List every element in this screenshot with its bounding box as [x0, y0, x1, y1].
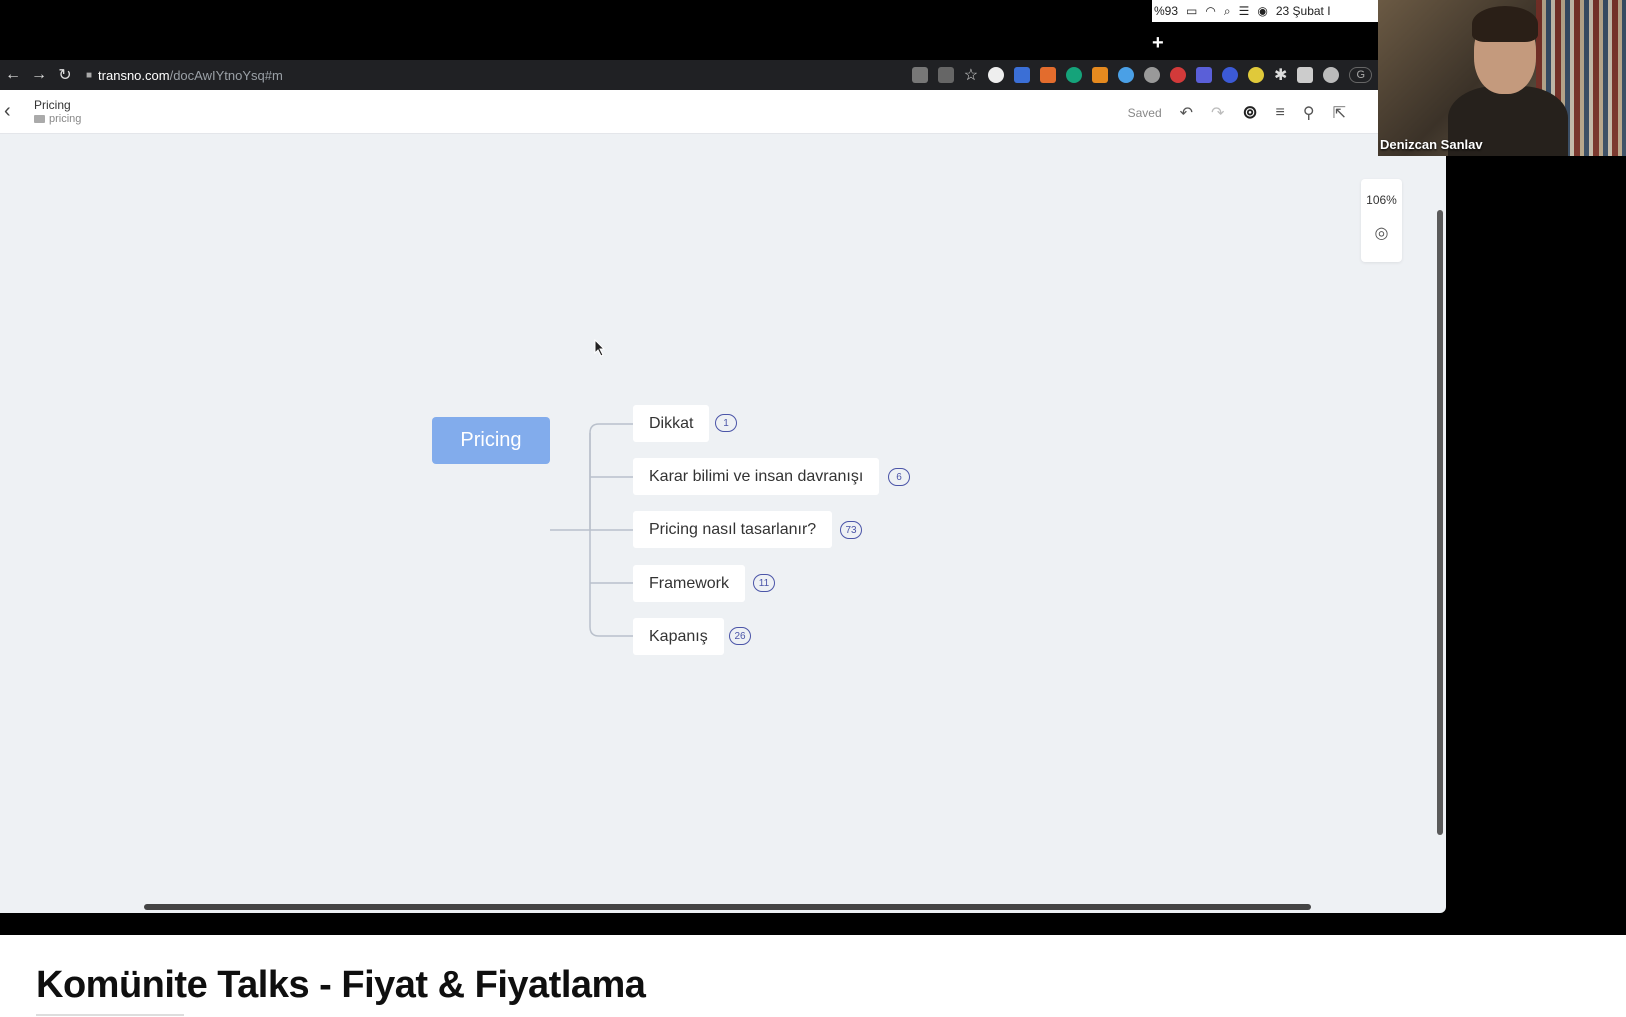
extension-icon[interactable]	[1248, 67, 1265, 83]
person-hair	[1472, 6, 1538, 42]
folder-icon	[34, 115, 45, 123]
mindmap-root-node[interactable]: Pricing	[432, 417, 550, 464]
document-folder[interactable]: pricing	[34, 113, 81, 125]
document-toolbar: Saved ↶ ↷ ⊚ ≡ ⚲ ⇱	[1128, 102, 1346, 123]
undo-icon[interactable]: ↶	[1179, 104, 1194, 122]
outline-view-icon[interactable]: ≡	[1275, 103, 1285, 121]
back-arrow-icon[interactable]: ←	[5, 66, 21, 83]
mouse-cursor-icon	[594, 339, 606, 357]
screen-recording: %93 ▭ ◠ ⌕ ☰ ◉ 23 Şubat I + ← → ↻ ■ trans…	[0, 0, 1626, 913]
video-page	[0, 935, 1626, 1017]
extension-icon[interactable]	[1014, 67, 1031, 83]
video-title: Komünite Talks - Fiyat & Fiyatlama	[36, 964, 646, 1006]
puzzle-icon[interactable]: ✱	[1274, 67, 1288, 84]
globe-icon[interactable]	[1144, 67, 1161, 83]
zoom-level[interactable]: 106%	[1366, 193, 1397, 207]
lock-icon: ■	[86, 69, 93, 81]
person-body	[1448, 86, 1568, 156]
vertical-scrollbar[interactable]	[1437, 210, 1443, 835]
mindmap-view-icon[interactable]: ⊚	[1242, 102, 1258, 122]
mindmap-node[interactable]: Framework	[633, 565, 746, 602]
zoom-panel: 106% ◎	[1361, 179, 1402, 262]
child-count-badge[interactable]: 73	[840, 521, 862, 539]
url-host: transno.com	[98, 67, 170, 83]
share-icon[interactable]	[937, 67, 954, 83]
back-chevron-icon[interactable]: ‹	[4, 100, 11, 122]
document-header: ‹ Pricing pricing Saved ↶ ↷ ⊚ ≡ ⚲ ⇱	[0, 90, 1446, 134]
child-count-badge[interactable]: 6	[888, 468, 910, 486]
profile-button[interactable]: G	[1349, 67, 1372, 83]
extension-icon[interactable]	[1222, 67, 1239, 83]
palette-icon[interactable]: ◎	[1374, 225, 1389, 242]
adblock-icon[interactable]	[1170, 67, 1187, 83]
control-center-icon: ☰	[1238, 4, 1250, 18]
child-count-badge[interactable]: 26	[729, 627, 751, 645]
child-count-badge[interactable]: 11	[753, 574, 775, 592]
transno-app: ‹ Pricing pricing Saved ↶ ↷ ⊚ ≡ ⚲ ⇱ 106%…	[0, 90, 1446, 913]
mindmap-connectors	[550, 423, 633, 637]
child-count-badge[interactable]: 1	[715, 414, 737, 432]
search-icon: ⌕	[1223, 3, 1231, 18]
grammarly-icon[interactable]	[1066, 67, 1083, 83]
bookmark-star-icon[interactable]: ☆	[963, 67, 979, 84]
url-field[interactable]: ■ transno.com/docAwIYtnoYsq#m	[86, 68, 283, 83]
url-path: /docAwIYtnoYsq#m	[169, 67, 283, 83]
macos-menubar: %93 ▭ ◠ ⌕ ☰ ◉ 23 Şubat I	[1152, 0, 1378, 22]
new-tab-button[interactable]: +	[1152, 32, 1164, 54]
title-divider	[36, 1014, 184, 1016]
forward-arrow-icon[interactable]: →	[31, 66, 47, 83]
siri-icon: ◉	[1257, 4, 1268, 18]
profile-avatar[interactable]	[1323, 67, 1340, 83]
extension-toolbar: ☆ ✱ G	[911, 60, 1378, 90]
structure-icon[interactable]: ⚲	[1302, 104, 1315, 122]
menubar-date: 23 Şubat I	[1275, 4, 1331, 18]
extension-icon[interactable]	[988, 67, 1005, 83]
document-title: Pricing	[34, 98, 71, 112]
translate-icon[interactable]	[911, 67, 928, 83]
sidepanel-icon[interactable]	[1297, 67, 1314, 83]
browser-address-bar: ← → ↻ ■ transno.com/docAwIYtnoYsq#m ☆ ✱ …	[0, 60, 1378, 90]
redo-icon[interactable]: ↷	[1211, 104, 1225, 122]
save-status: Saved	[1127, 105, 1162, 120]
participant-name: Denizcan Sanlav	[1380, 137, 1483, 152]
extension-icon[interactable]	[1040, 67, 1057, 83]
reload-icon[interactable]: ↻	[58, 67, 72, 84]
extension-icon[interactable]	[1196, 67, 1213, 83]
battery-text: %93	[1154, 4, 1179, 18]
horizontal-scrollbar[interactable]	[144, 904, 1311, 910]
wifi-icon: ◠	[1205, 4, 1216, 18]
mindmap-node[interactable]: Kapanış	[633, 618, 724, 655]
mindmap-node[interactable]: Dikkat	[633, 405, 710, 442]
extension-icon[interactable]	[1092, 67, 1109, 83]
webcam-overlay: Denizcan Sanlav	[1378, 0, 1626, 156]
mindmap-node[interactable]: Karar bilimi ve insan davranışı	[633, 458, 880, 495]
mindmap-node[interactable]: Pricing nasıl tasarlanır?	[633, 511, 833, 548]
folder-name: pricing	[49, 113, 82, 125]
export-icon[interactable]: ⇱	[1332, 104, 1346, 122]
extension-icon[interactable]	[1118, 67, 1135, 83]
battery-icon: ▭	[1186, 4, 1198, 18]
